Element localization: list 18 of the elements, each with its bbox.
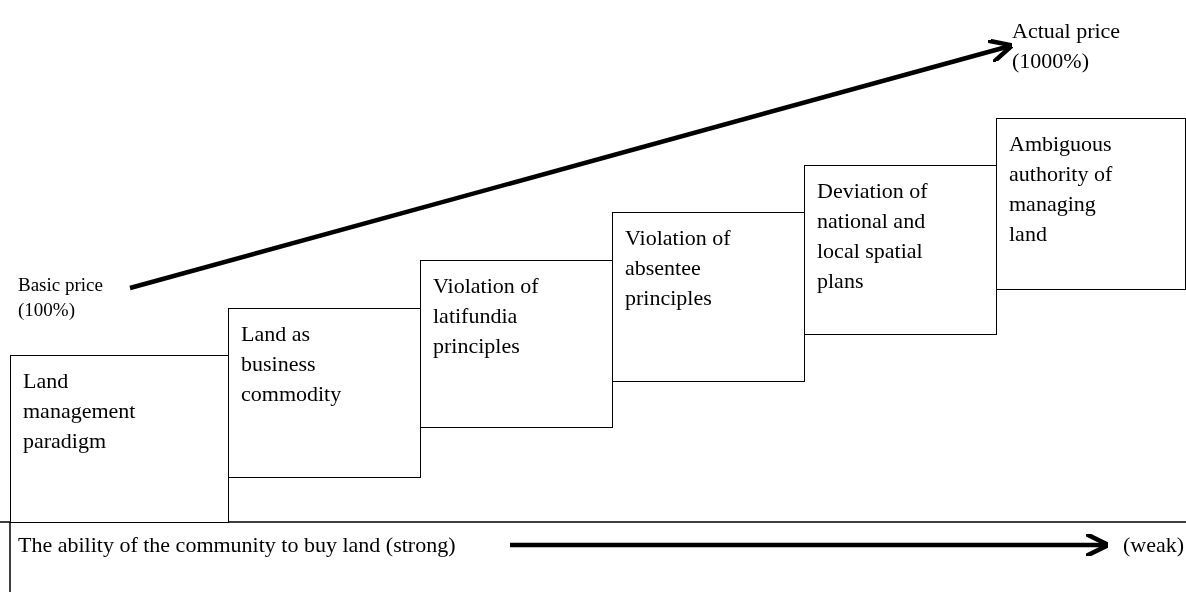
step-label: Land management paradigm [23,367,137,455]
step-box [10,355,229,523]
scale-label: The ability of the community to buy land (strong) [18,530,508,560]
scale-label: Basic price (100%) [18,272,128,322]
arrow [129,38,1015,291]
step-label: Deviation of national and local spatial plans [817,177,929,295]
scale-label: (weak) [1108,530,1184,560]
step-box [804,165,997,335]
step-box [420,260,613,428]
step-box [996,118,1186,290]
step-label: Violation of latifundia principles [433,272,540,360]
scale-label: Actual price (1000%) [1012,16,1152,76]
step-label: Violation of absentee principles [625,224,732,312]
step-label: Ambiguous authority of managing land [1009,130,1114,248]
step-label: Land as business commodity [241,320,343,408]
step-box [228,308,421,478]
arrow [510,531,1111,559]
step-box [612,212,805,382]
